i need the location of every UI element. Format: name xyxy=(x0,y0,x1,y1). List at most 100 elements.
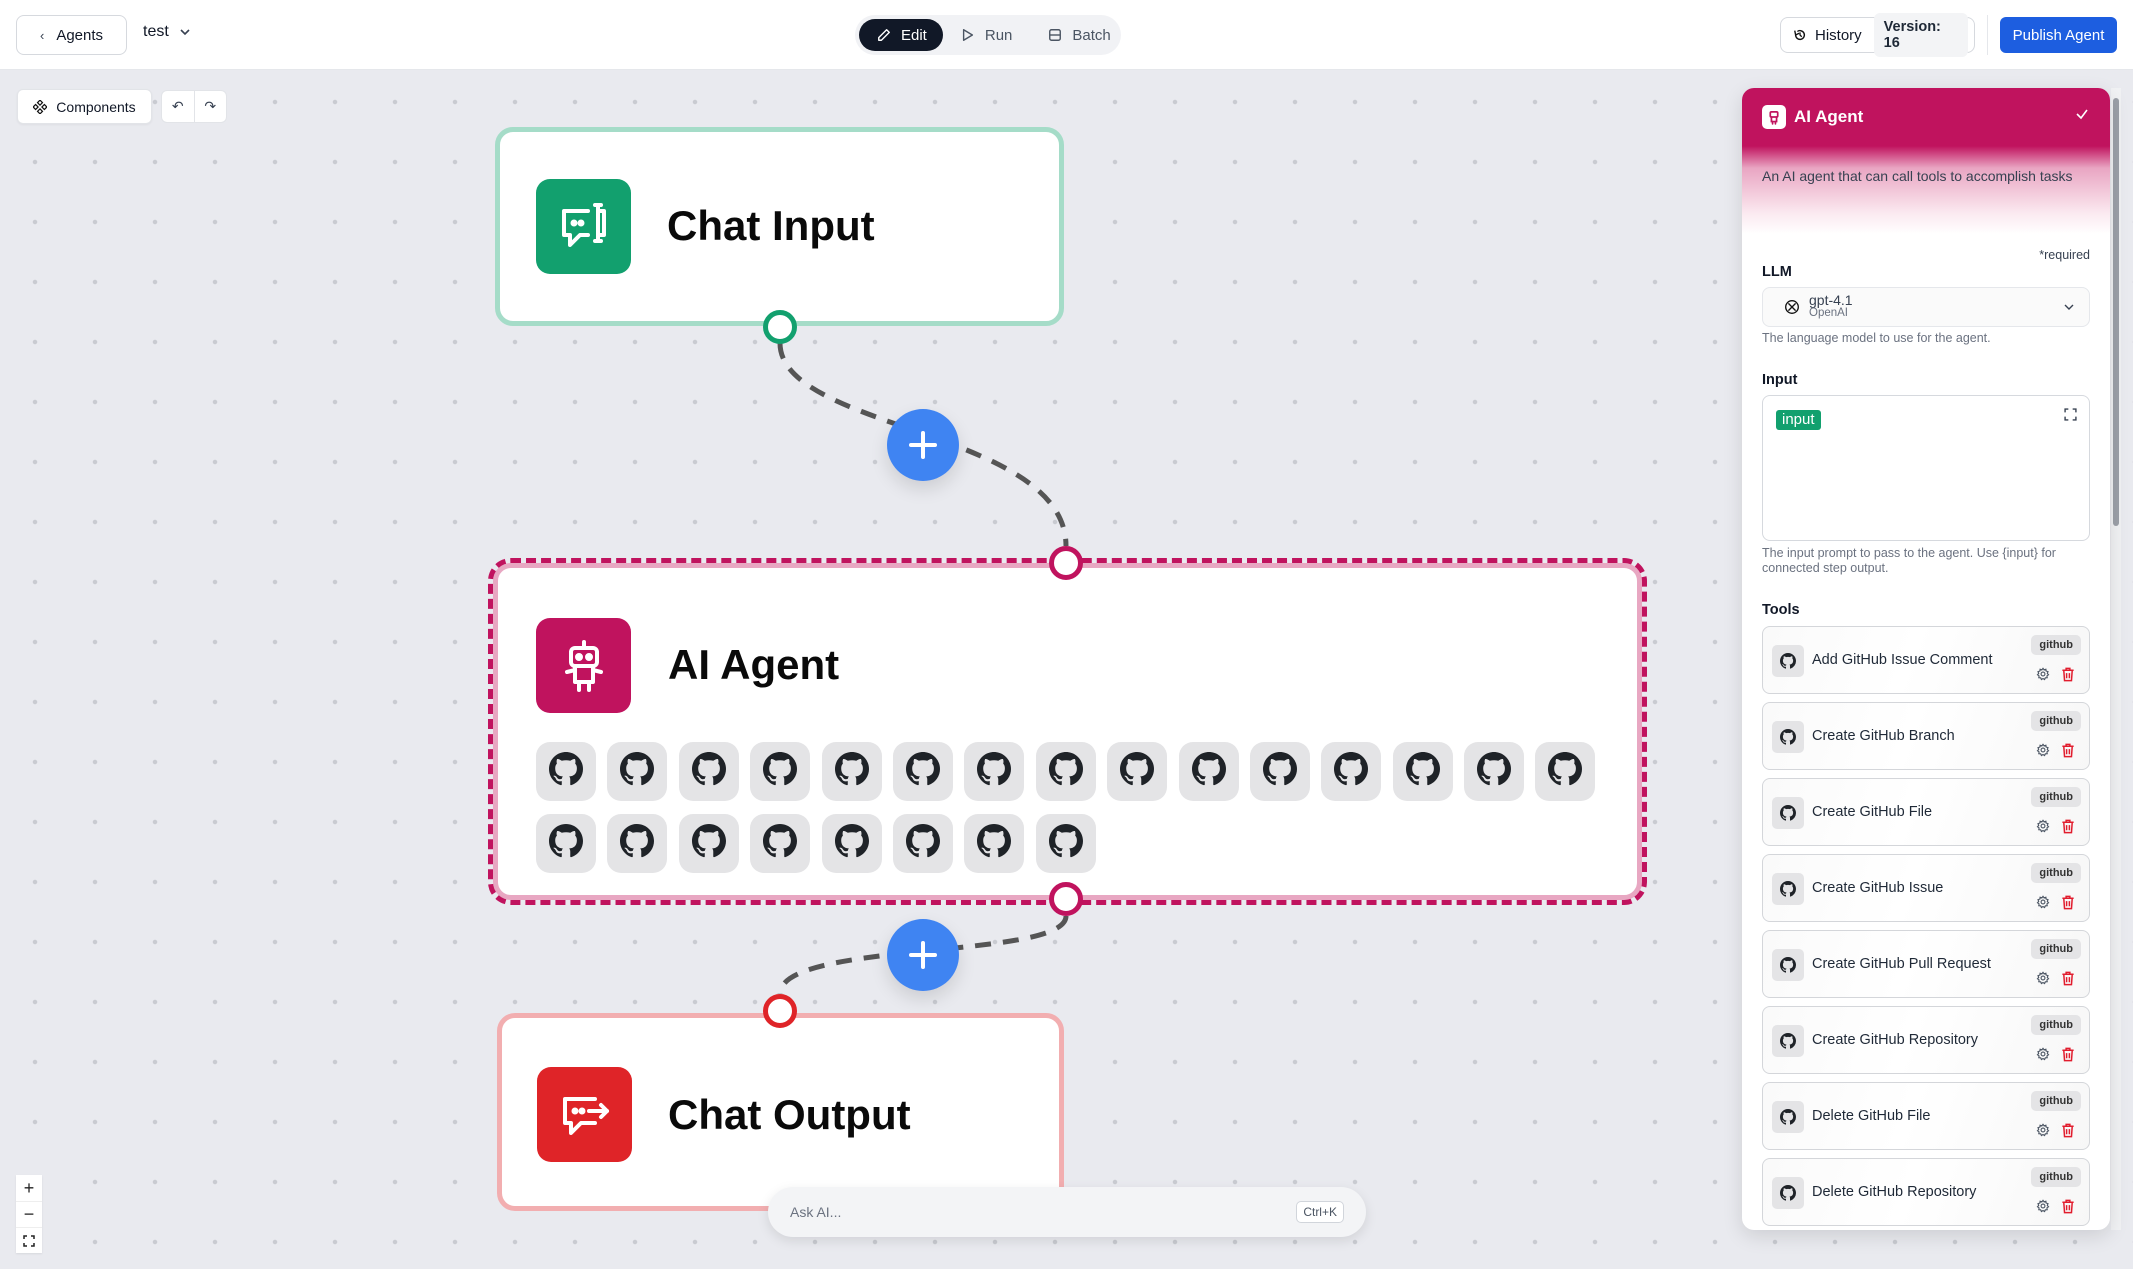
agent-tool-chip[interactable] xyxy=(964,742,1025,801)
agent-tool-chip[interactable] xyxy=(1535,742,1596,801)
components-icon xyxy=(33,99,48,114)
ask-ai-input[interactable] xyxy=(790,1204,1297,1220)
batch-icon xyxy=(1049,29,1062,41)
agent-tool-chip[interactable] xyxy=(1035,814,1096,873)
agent-tool-chip[interactable] xyxy=(678,742,739,801)
trash-icon[interactable] xyxy=(2061,895,2075,910)
agent-tool-chip[interactable] xyxy=(607,814,668,873)
agent-tool-chip[interactable] xyxy=(1107,742,1168,801)
github-icon xyxy=(1405,752,1440,791)
ask-ai-bar[interactable]: Ctrl+K xyxy=(768,1187,1366,1237)
agent-tool-chip[interactable] xyxy=(536,742,596,801)
add-step-button-2[interactable] xyxy=(887,919,959,991)
expand-icon[interactable] xyxy=(2064,408,2077,421)
agent-tool-chip[interactable] xyxy=(750,814,811,873)
zoom-out-button[interactable]: − xyxy=(16,1201,42,1227)
undo-icon: ↶ xyxy=(171,98,184,114)
agent-tool-chip[interactable] xyxy=(892,814,953,873)
trash-icon[interactable] xyxy=(2061,971,2075,986)
gear-icon[interactable] xyxy=(2036,743,2050,757)
history-button[interactable]: History xyxy=(1793,27,1862,44)
components-button[interactable]: Components xyxy=(17,89,152,124)
gear-icon[interactable] xyxy=(2036,895,2050,909)
trash-icon[interactable] xyxy=(2061,1123,2075,1138)
tool-name: Add GitHub Issue Comment xyxy=(1812,652,1993,668)
github-icon xyxy=(1477,752,1512,791)
agent-tool-chip[interactable] xyxy=(750,742,811,801)
ai-agent-input-handle[interactable] xyxy=(1049,546,1083,580)
agent-tool-chip[interactable] xyxy=(536,814,596,873)
tool-card[interactable]: Create GitHub Branch github xyxy=(1762,702,2090,770)
add-step-button-1[interactable] xyxy=(887,409,959,481)
chevron-down-icon xyxy=(180,29,190,36)
trash-icon[interactable] xyxy=(2061,1047,2075,1062)
agent-tool-chip[interactable] xyxy=(1178,742,1239,801)
tool-card[interactable]: Create GitHub Repository github xyxy=(1762,1006,2090,1074)
github-icon xyxy=(620,824,655,863)
github-icon xyxy=(1334,752,1369,791)
project-selector[interactable]: test xyxy=(143,23,191,41)
redo-icon: ↷ xyxy=(204,98,217,114)
gear-icon[interactable] xyxy=(2036,971,2050,985)
ai-agent-node[interactable]: AI Agent xyxy=(488,558,1647,905)
agent-tool-chip[interactable] xyxy=(892,742,953,801)
node-description: An AI agent that can call tools to accom… xyxy=(1762,168,2073,184)
tool-card[interactable]: Add GitHub Issue Comment github xyxy=(1762,626,2090,694)
gear-icon[interactable] xyxy=(2036,1047,2050,1061)
check-icon[interactable] xyxy=(2074,106,2090,122)
trash-icon[interactable] xyxy=(2061,667,2075,682)
agent-tool-chip[interactable] xyxy=(821,742,882,801)
github-icon xyxy=(977,824,1012,863)
agent-tool-chip[interactable] xyxy=(607,742,668,801)
trash-icon[interactable] xyxy=(2061,743,2075,758)
agent-tool-chip[interactable] xyxy=(1321,742,1382,801)
trash-icon[interactable] xyxy=(2061,1199,2075,1214)
chat-output-node[interactable]: Chat Output xyxy=(497,1013,1064,1211)
node-title-input[interactable] xyxy=(1794,107,2044,127)
agent-tool-chip[interactable] xyxy=(1464,742,1525,801)
undo-button[interactable]: ↶ xyxy=(162,91,194,122)
agent-tool-chip[interactable] xyxy=(1392,742,1453,801)
agent-tool-chip[interactable] xyxy=(964,814,1025,873)
input-help: The input prompt to pass to the agent. U… xyxy=(1762,546,2056,575)
publish-agent-button[interactable]: Publish Agent xyxy=(2000,17,2117,53)
chat-output-input-handle[interactable] xyxy=(763,994,797,1028)
agent-tool-chip[interactable] xyxy=(678,814,739,873)
fit-view-button[interactable] xyxy=(16,1227,42,1253)
llm-select[interactable]: gpt-4.1 OpenAI xyxy=(1762,287,2090,327)
back-to-agents-button[interactable]: ‹ Agents xyxy=(16,15,127,55)
github-icon xyxy=(905,824,940,863)
tool-card[interactable]: Delete GitHub File github xyxy=(1762,1082,2090,1150)
gear-icon[interactable] xyxy=(2036,1123,2050,1137)
tool-name: Create GitHub Pull Request xyxy=(1812,956,1991,972)
mode-run-button[interactable]: Run xyxy=(943,19,1031,51)
tool-card[interactable]: Create GitHub Pull Request github xyxy=(1762,930,2090,998)
gear-icon[interactable] xyxy=(2036,819,2050,833)
agent-tool-chip[interactable] xyxy=(821,814,882,873)
ai-agent-output-handle[interactable] xyxy=(1049,882,1083,916)
tool-name: Delete GitHub Repository xyxy=(1812,1184,1977,1200)
history-label: History xyxy=(1815,26,1862,44)
gear-icon[interactable] xyxy=(2036,1199,2050,1213)
tool-card[interactable]: Delete GitHub Repository github xyxy=(1762,1158,2090,1226)
mode-edit-button[interactable]: Edit xyxy=(859,19,943,51)
input-label: Input xyxy=(1762,372,1798,388)
trash-icon[interactable] xyxy=(2061,819,2075,834)
mode-batch-button[interactable]: Batch xyxy=(1030,19,1128,51)
agent-tool-chip[interactable] xyxy=(1035,742,1096,801)
chat-input-node[interactable]: Chat Input xyxy=(495,127,1064,326)
tool-card[interactable]: Create GitHub File github xyxy=(1762,778,2090,846)
zoom-in-button[interactable]: + xyxy=(16,1175,42,1201)
input-variable-tag[interactable]: input xyxy=(1776,410,1821,430)
redo-button[interactable]: ↷ xyxy=(193,91,227,122)
panel-scroll-track xyxy=(2111,88,2121,1230)
tools-label: Tools xyxy=(1762,602,1800,618)
chat-input-output-handle[interactable] xyxy=(763,310,797,344)
tool-card[interactable]: Create GitHub Issue github xyxy=(1762,854,2090,922)
panel-scrollbar[interactable] xyxy=(2113,98,2119,526)
gear-icon[interactable] xyxy=(2036,667,2050,681)
input-prompt-editor[interactable]: input xyxy=(1762,395,2090,541)
agent-tool-chip[interactable] xyxy=(1249,742,1310,801)
zoom-controls: + − xyxy=(16,1175,42,1253)
pencil-icon xyxy=(878,29,890,41)
